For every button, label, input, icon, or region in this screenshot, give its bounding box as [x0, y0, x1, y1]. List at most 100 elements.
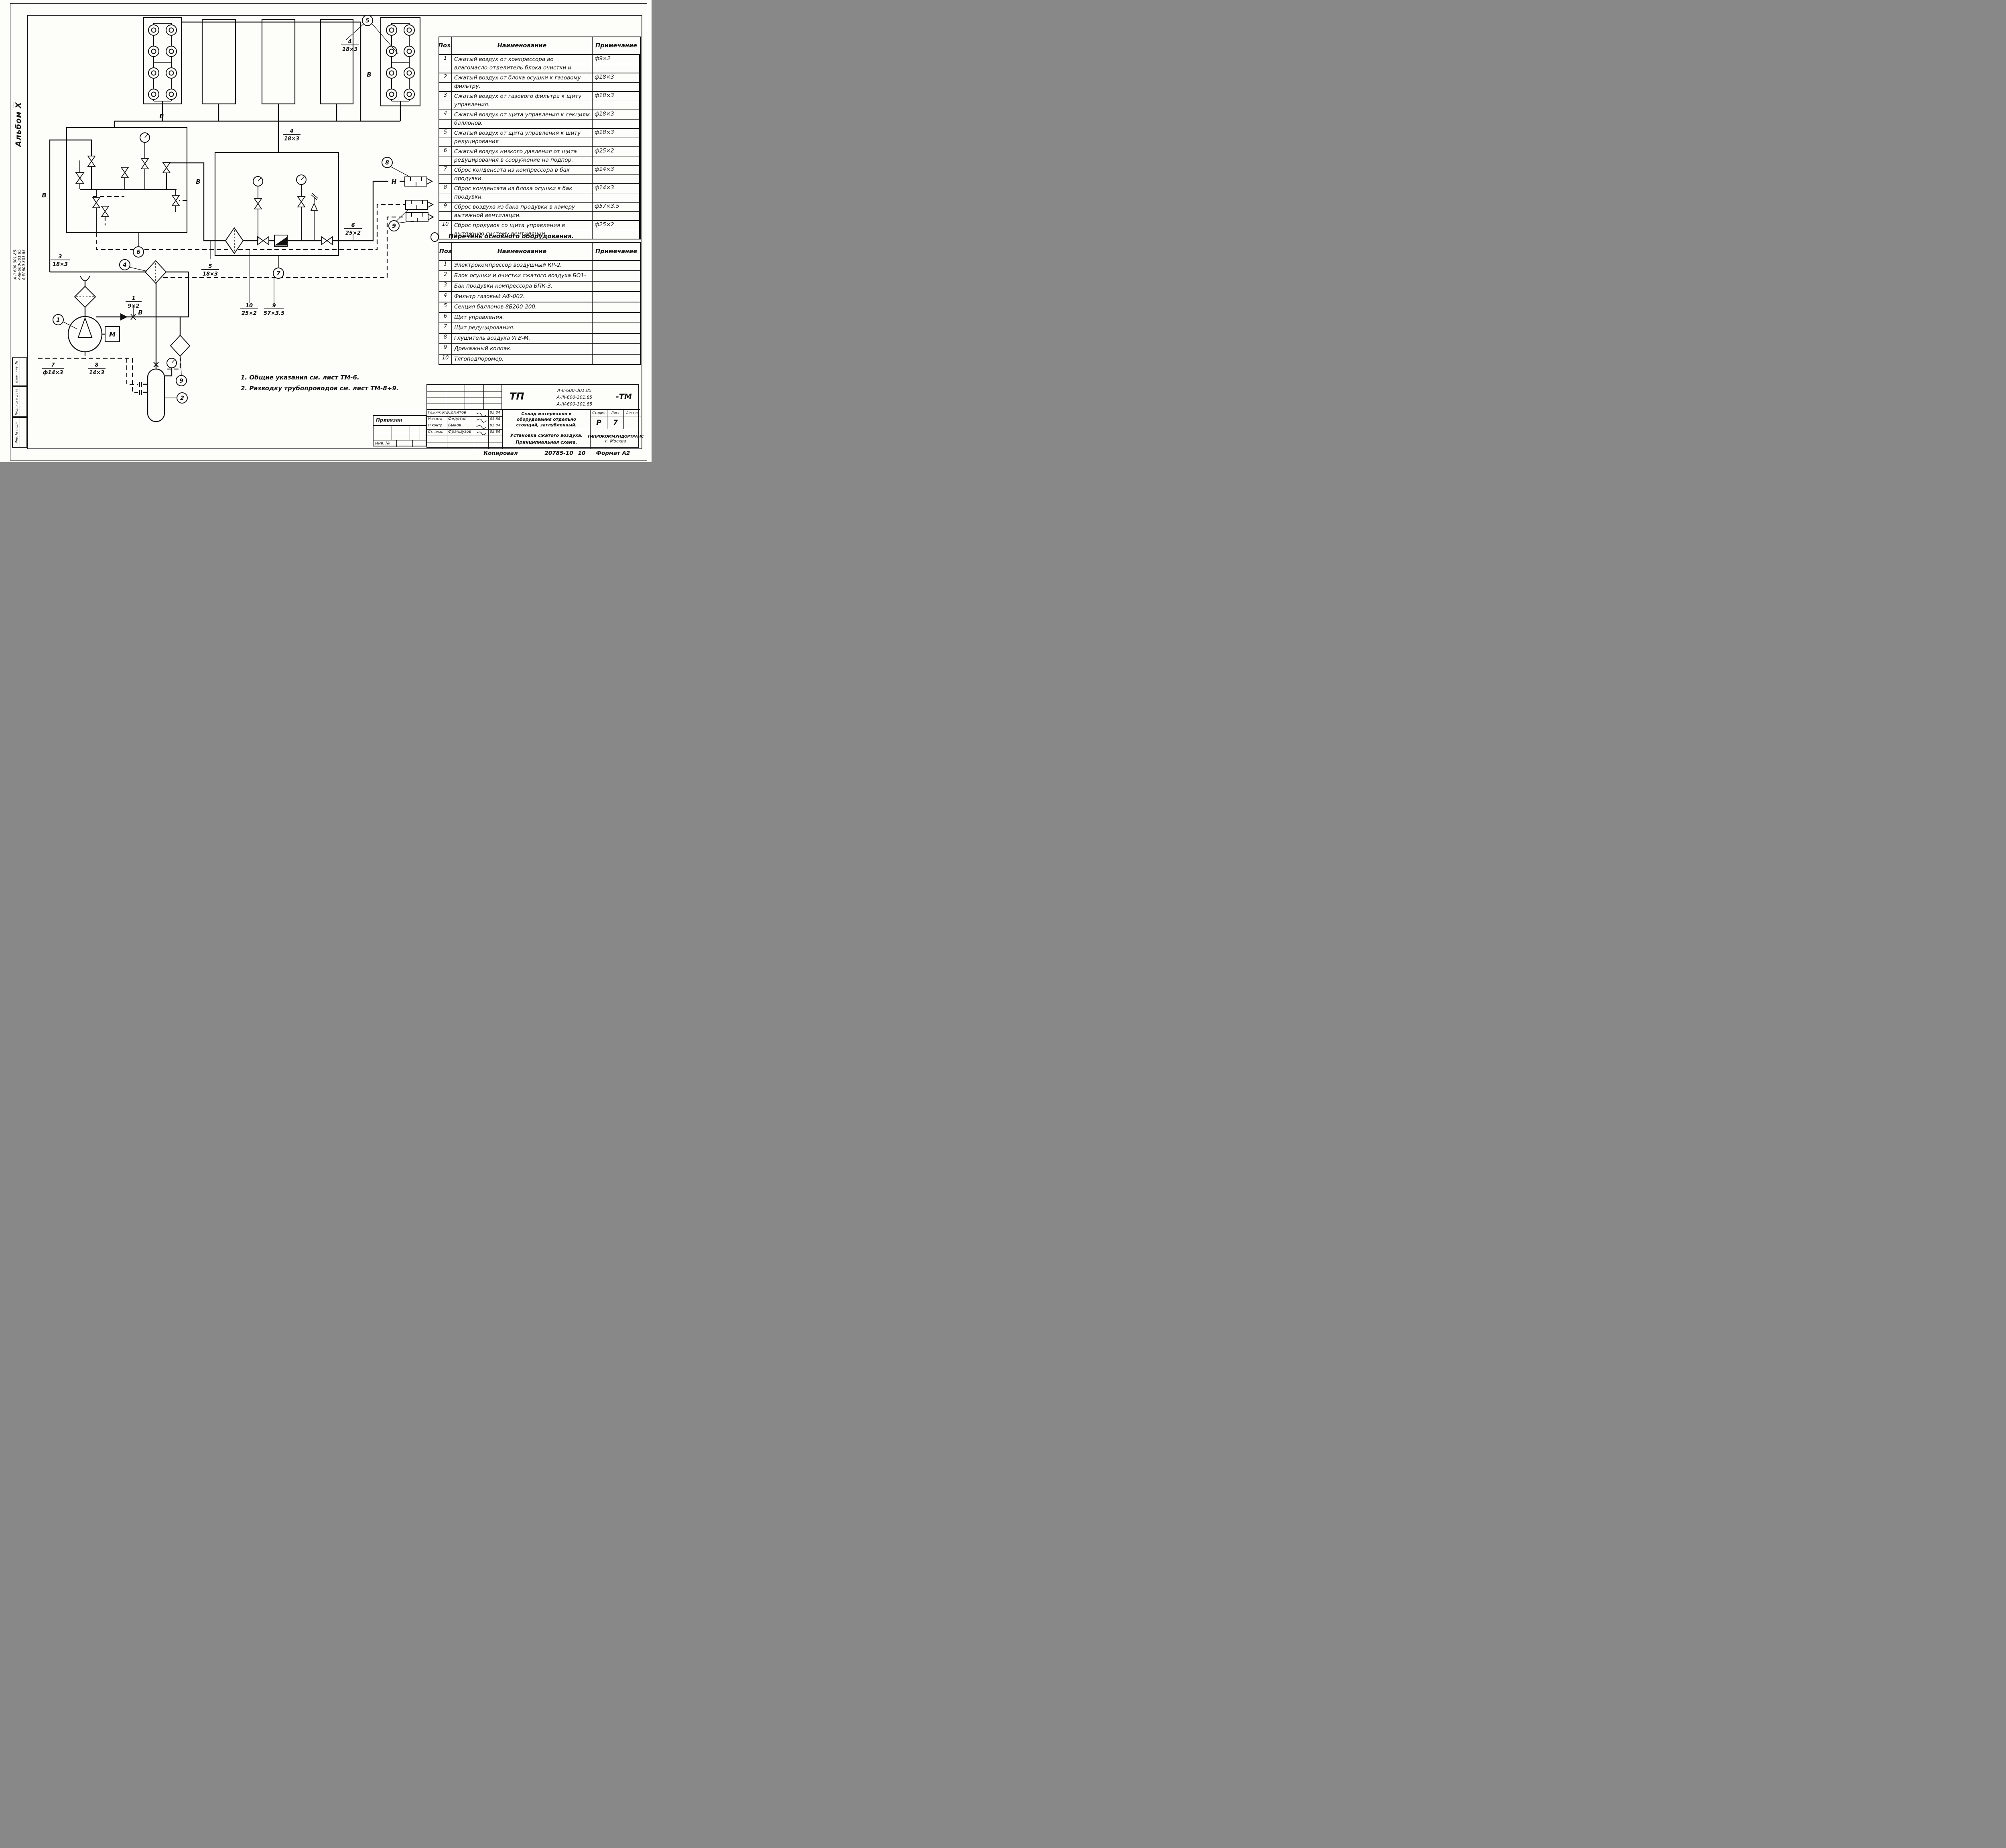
stamp-box-inv: Инв. № подл.	[12, 417, 27, 448]
pipe-joint-mark	[130, 314, 136, 320]
inv-no-label: Инв. №	[374, 440, 397, 447]
callout-7: 7	[273, 268, 284, 279]
organization-city: г. Москва	[605, 438, 626, 444]
shutoff-valve-icon	[262, 236, 269, 245]
svg-text:9×2: 9×2	[128, 303, 140, 309]
reducer-valve-icon	[162, 162, 171, 168]
reducer-valve-icon	[171, 200, 180, 206]
stage-sheet-block: Стадия Лист Листов Р 7 ГИПРОКОММУНДОРТРА…	[588, 410, 644, 448]
svg-text:4: 4	[347, 39, 351, 45]
valve-icon	[75, 172, 85, 179]
footer-copied: Копировал	[483, 450, 518, 456]
reducer-valve-icon	[87, 156, 96, 162]
battery-right-manifold	[391, 23, 410, 101]
letter-v: В	[367, 71, 371, 78]
intake-filter-icon	[74, 286, 96, 308]
outer-border	[10, 3, 647, 460]
compressor-group: М	[67, 276, 136, 353]
note-2: 2. Разводку трубопроводов см. лист ТМ-8÷…	[241, 385, 399, 392]
callout-2: 2	[177, 392, 188, 404]
pipe-line4-top	[181, 21, 361, 121]
svg-text:7: 7	[51, 362, 55, 368]
svg-text:ф14×3: ф14×3	[43, 370, 63, 376]
callout-1: 1	[53, 314, 64, 325]
battery-left-cylinders	[148, 24, 177, 100]
signature-rows: Гл.инж.отд Сомитов 05.84 Нач.отд Федотов…	[427, 410, 502, 448]
shutoff-valve-icon	[326, 236, 333, 245]
letter-n: Н	[392, 178, 397, 185]
svg-text:6: 6	[351, 223, 355, 229]
shutoff-valve-icon	[321, 236, 328, 245]
pipe-letters: В В В В В Н	[42, 71, 396, 316]
pipe-gauge-stem	[165, 368, 173, 377]
drawing-frame	[27, 15, 642, 449]
reducer-valve-icon	[101, 211, 110, 217]
drainage-cap-icon	[405, 200, 434, 210]
cylinder-section-2	[201, 19, 236, 105]
equipment-table-header: Поз Наименование Примечание	[439, 243, 640, 261]
sheet-value: 7	[607, 416, 623, 429]
general-notes: 1. Общие указания см. лист ТМ-6. 2. Разв…	[241, 372, 399, 394]
battery-right-cylinders	[386, 24, 415, 100]
title-block: ТП А-II-600-301.85 А-III-600-301.85 А-IV…	[426, 384, 644, 448]
size-label-4b: 418×3	[283, 128, 300, 142]
battery-left-manifold	[153, 23, 172, 101]
size-label-6: 625×2	[344, 223, 362, 236]
reducer-valve-icon	[140, 158, 149, 164]
svg-text:8: 8	[385, 160, 389, 166]
pneumatic-schematic: М	[38, 15, 434, 422]
footer-num: 10	[578, 450, 586, 456]
svg-text:25×2: 25×2	[242, 310, 257, 316]
reducer-valve-icon	[120, 167, 129, 173]
regulator-wedge	[274, 237, 287, 245]
svg-text:9: 9	[272, 303, 276, 309]
callout-8: 8	[382, 157, 393, 168]
equipment-list-title: Перечень основного оборудования.	[426, 232, 639, 242]
signature-scribbles	[476, 412, 487, 435]
svg-text:6: 6	[136, 249, 140, 256]
callout-4: 4	[119, 259, 130, 270]
pipe-panel-to-reduction	[166, 162, 215, 241]
sheet-label: Лист	[607, 410, 623, 416]
name-dept: Федотов	[448, 417, 467, 421]
svg-text:3: 3	[58, 254, 62, 260]
pipe-section-drops	[218, 101, 401, 121]
reducer-valve-icon	[101, 206, 110, 212]
sheets-label: Листов	[623, 410, 641, 416]
reducer-valve-icon	[87, 160, 96, 167]
callout-leaders	[63, 24, 414, 398]
col-header-pos: Поз.	[439, 37, 452, 54]
code-suffix: -ТМ	[616, 392, 632, 401]
motor-box	[105, 326, 120, 342]
reducer-valve-icon	[92, 202, 101, 208]
size-label-8: 814×3	[88, 362, 106, 376]
equipment-title-text: Перечень основного оборудования.	[449, 233, 574, 240]
organization-cell: ГИПРОКОММУНДОРТРАНС г. Москва	[588, 429, 644, 448]
revision-grid	[427, 385, 502, 410]
cylinder-section-3	[261, 19, 296, 105]
svg-text:7: 7	[276, 270, 280, 277]
pipe-table-header: Поз. Наименование Примечание	[439, 37, 640, 55]
cylinder-ports	[148, 24, 415, 100]
stamp-box-vzam: Взам. инв. №	[12, 357, 27, 386]
size-label-5: 518×3	[201, 264, 219, 277]
size-label-7: 7 ф14×3	[42, 362, 64, 376]
svg-text:9: 9	[392, 223, 396, 229]
reducer-valve-icon	[120, 172, 129, 178]
reducer-valve-icon	[254, 198, 262, 205]
relief-valve-icon	[310, 202, 318, 211]
